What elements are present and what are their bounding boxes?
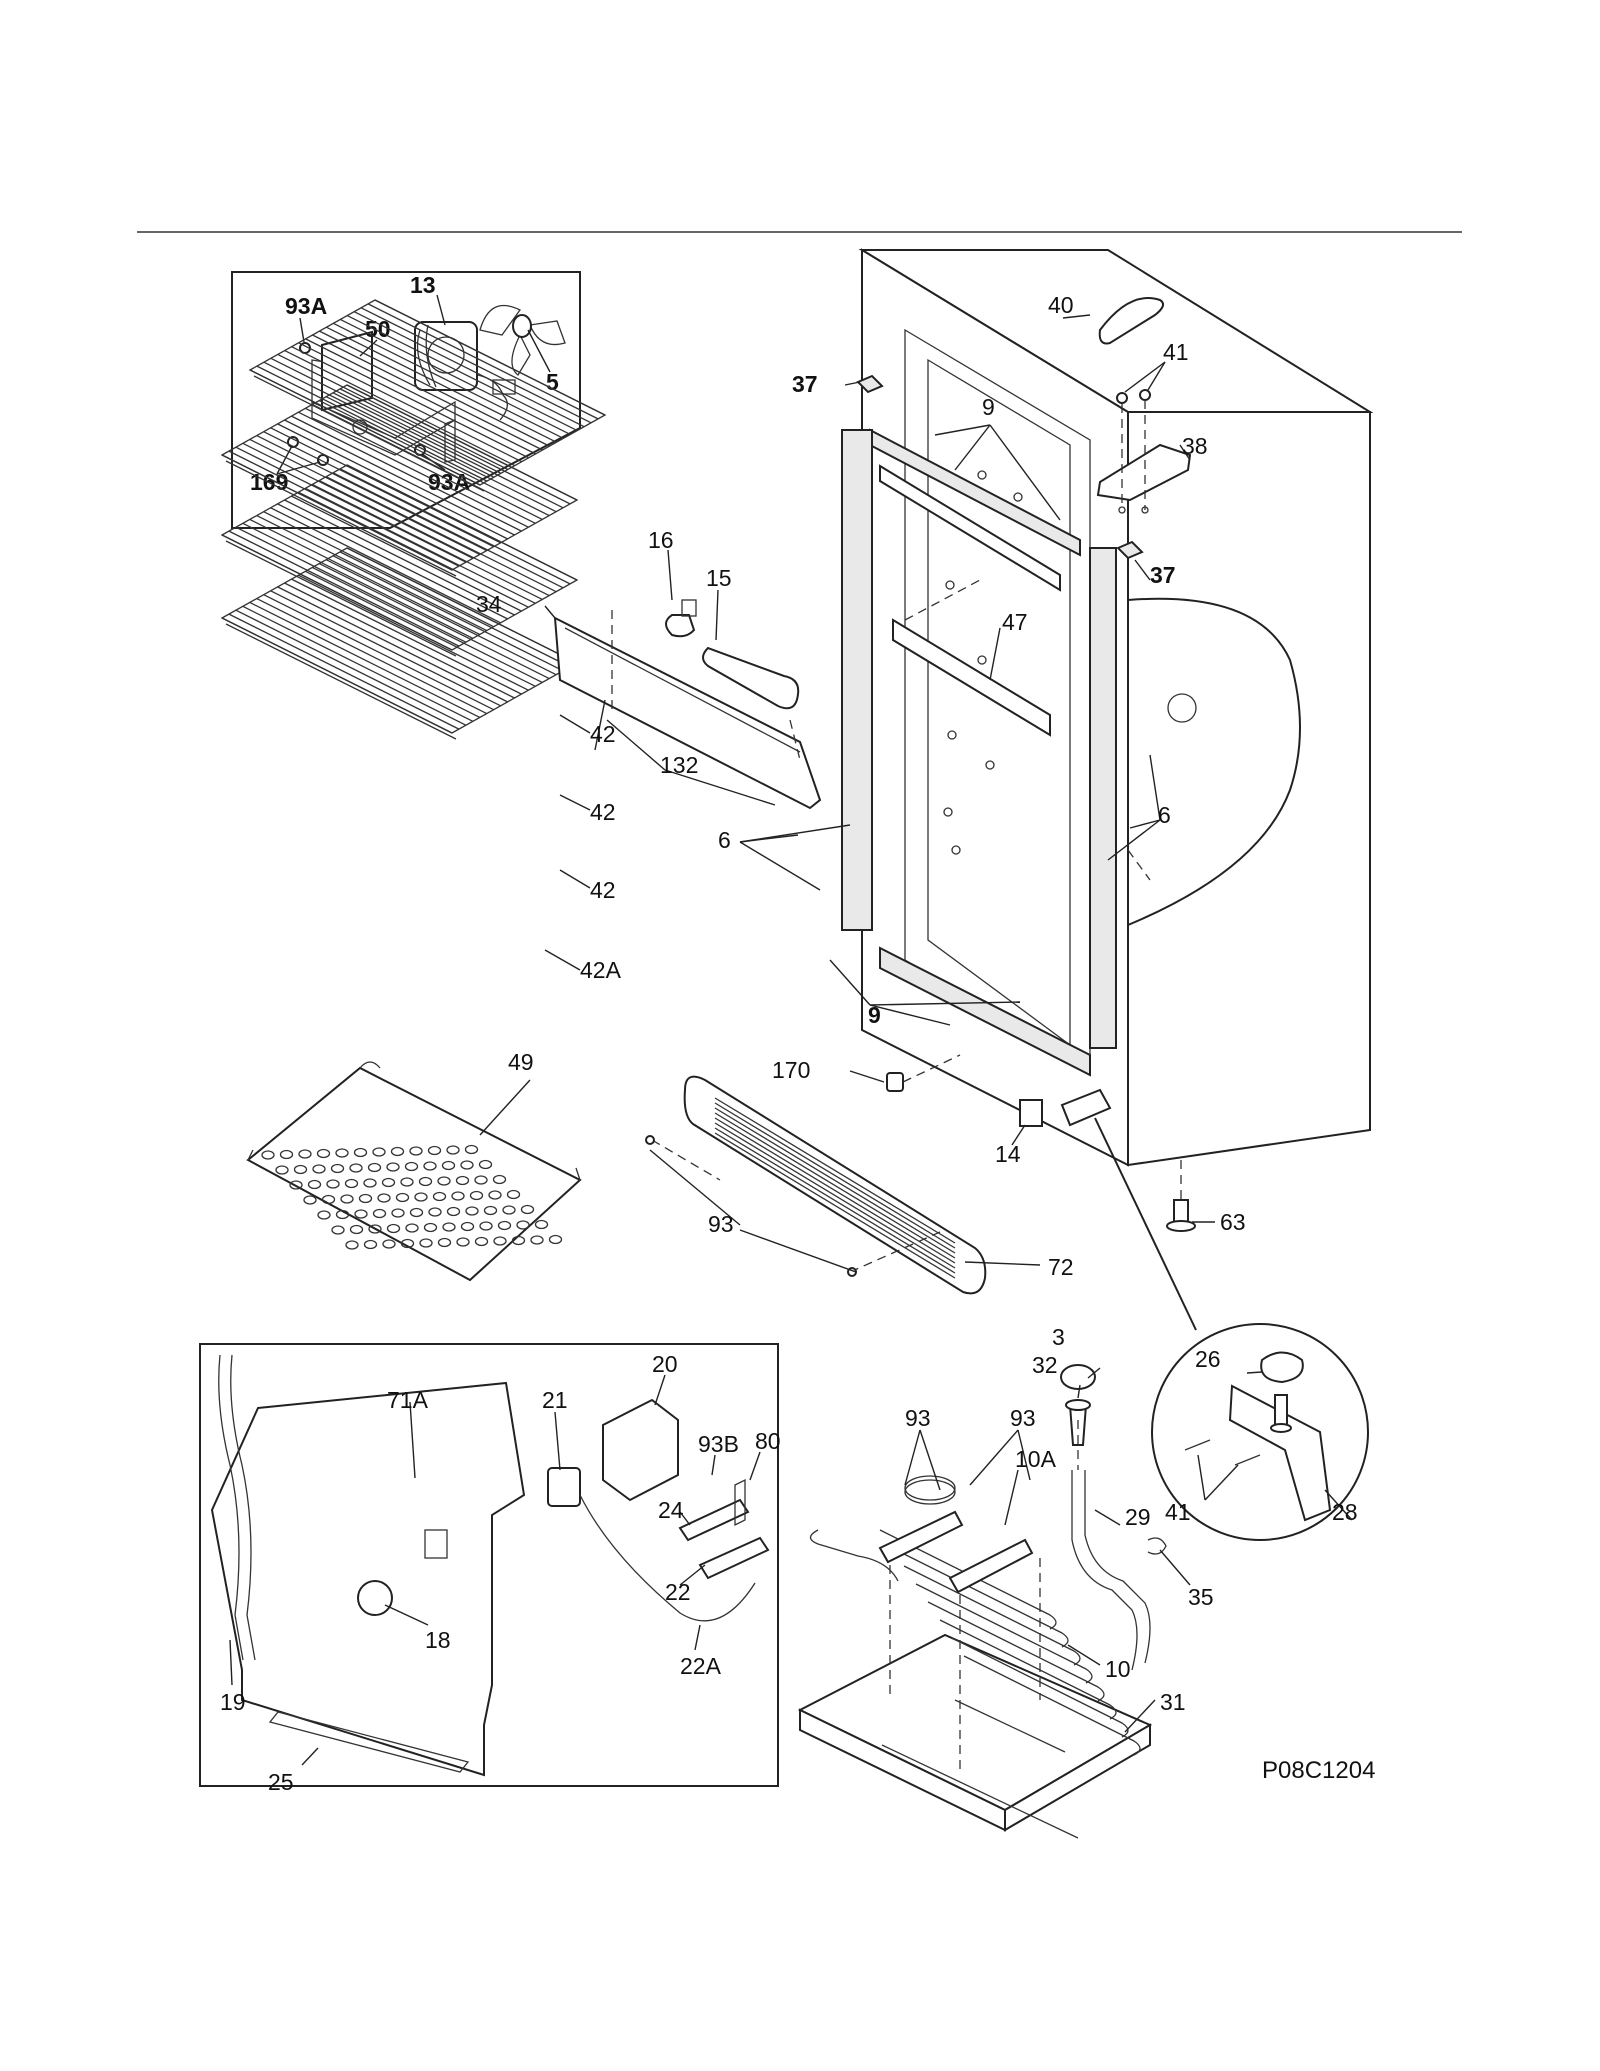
- callout-15: 15: [706, 565, 732, 591]
- callout-93-left: 93: [905, 1405, 931, 1431]
- corner-37-right: [1116, 540, 1144, 560]
- callout-42-b: 42: [590, 799, 616, 825]
- callout-26: 26: [1195, 1346, 1221, 1372]
- callout-93B: 93B: [698, 1431, 739, 1457]
- part-170: [886, 1072, 904, 1092]
- callout-6-right: 6: [1158, 802, 1171, 828]
- switch-14: [1019, 1099, 1043, 1127]
- callout-10: 10: [1105, 1656, 1131, 1682]
- callout-3: 3: [1052, 1324, 1065, 1350]
- detail-pointer: [1094, 1117, 1197, 1331]
- callout-38: 38: [1182, 433, 1208, 459]
- callout-20: 20: [652, 1351, 678, 1377]
- callout-93a-top: 93A: [285, 293, 327, 319]
- cabinet: [841, 248, 1374, 1232]
- callout-34: 34: [476, 591, 502, 617]
- callout-80: 80: [755, 1428, 781, 1454]
- basket: [246, 1061, 582, 1282]
- callout-132: 132: [660, 752, 698, 778]
- callout-31: 31: [1160, 1689, 1186, 1715]
- callout-170: 170: [772, 1057, 810, 1083]
- callout-24: 24: [658, 1497, 684, 1523]
- callout-72: 72: [1048, 1254, 1074, 1280]
- shelf-4: [220, 547, 579, 740]
- callout-42A: 42A: [580, 957, 622, 983]
- callout-16: 16: [648, 527, 674, 553]
- callout-5: 5: [546, 369, 559, 395]
- callout-19: 19: [220, 1689, 246, 1715]
- callout-9-top: 9: [982, 394, 995, 420]
- callout-22A: 22A: [680, 1653, 722, 1679]
- callout-63: 63: [1220, 1209, 1246, 1235]
- callout-13: 13: [410, 272, 436, 298]
- corner-37-top: [856, 374, 884, 394]
- toe-grille: [645, 1075, 987, 1295]
- callout-22: 22: [665, 1579, 691, 1605]
- cabinet-back-holes: [943, 470, 1023, 855]
- callout-37-top: 37: [792, 371, 818, 397]
- callout-35: 35: [1188, 1584, 1214, 1610]
- callout-71A: 71A: [387, 1387, 429, 1413]
- shelf-1: [248, 299, 607, 492]
- callout-18: 18: [425, 1627, 451, 1653]
- control-housing: [553, 599, 822, 810]
- wire-shelves: [220, 299, 607, 740]
- shelf-2: [220, 384, 579, 577]
- callout-41-detail: 41: [1165, 1499, 1191, 1525]
- diagram-code: P08C1204: [1262, 1757, 1375, 1784]
- callout-9-bottom: 9: [868, 1002, 881, 1028]
- evaporator-assembly: 3 32 93 93 10A 29 35 10 31: [797, 1324, 1214, 1839]
- hinge-detail: [1151, 1323, 1369, 1541]
- callout-10A: 10A: [1015, 1446, 1057, 1472]
- callout-25: 25: [268, 1769, 294, 1795]
- callout-6-left: 6: [718, 827, 731, 853]
- callout-93-mid: 93: [708, 1211, 734, 1237]
- callout-40: 40: [1048, 292, 1074, 318]
- callout-49: 49: [508, 1049, 534, 1075]
- callout-21: 21: [542, 1387, 568, 1413]
- callout-42-a: 42: [590, 721, 616, 747]
- main-leaders: [544, 314, 1215, 1273]
- callout-41-top: 41: [1163, 339, 1189, 365]
- callout-42-c: 42: [590, 877, 616, 903]
- callout-28: 28: [1332, 1499, 1358, 1525]
- callout-47: 47: [1002, 609, 1028, 635]
- callout-93-right: 93: [1010, 1405, 1036, 1431]
- shelf-3: [220, 464, 579, 657]
- callout-29: 29: [1125, 1504, 1151, 1530]
- callout-14: 14: [995, 1141, 1021, 1167]
- callout-32: 32: [1032, 1352, 1058, 1378]
- rear-panel-inset: 71A 21 20 93B 80 24 22 18 22A 19 25: [199, 1343, 781, 1795]
- hinge-top: [1096, 297, 1192, 514]
- callout-37-right: 37: [1150, 562, 1176, 588]
